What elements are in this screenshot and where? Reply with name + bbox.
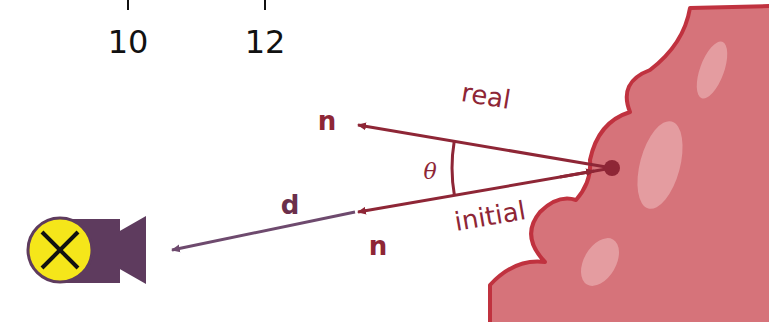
view-vector	[172, 212, 355, 250]
vector-label: d	[281, 192, 300, 218]
angle-arc	[452, 142, 454, 196]
vector-caption: initial	[453, 197, 528, 235]
surface-point	[604, 160, 620, 176]
normal-vector	[358, 125, 612, 168]
axis-value: 12	[245, 26, 286, 58]
vector-caption: real	[460, 79, 513, 113]
surface-highlight	[690, 38, 733, 103]
axis-value: 10	[108, 26, 149, 58]
axis-tick	[127, 0, 129, 10]
arrow-head	[560, 171, 594, 177]
surface-highlight	[629, 116, 691, 213]
surface-highlight	[573, 231, 627, 292]
angle-label: θ	[423, 161, 436, 183]
vector-label: n	[318, 108, 337, 134]
vector-label: n	[369, 233, 388, 259]
camera-icon	[28, 216, 146, 284]
axis-tick	[264, 0, 266, 10]
surface-shape	[490, 6, 769, 322]
